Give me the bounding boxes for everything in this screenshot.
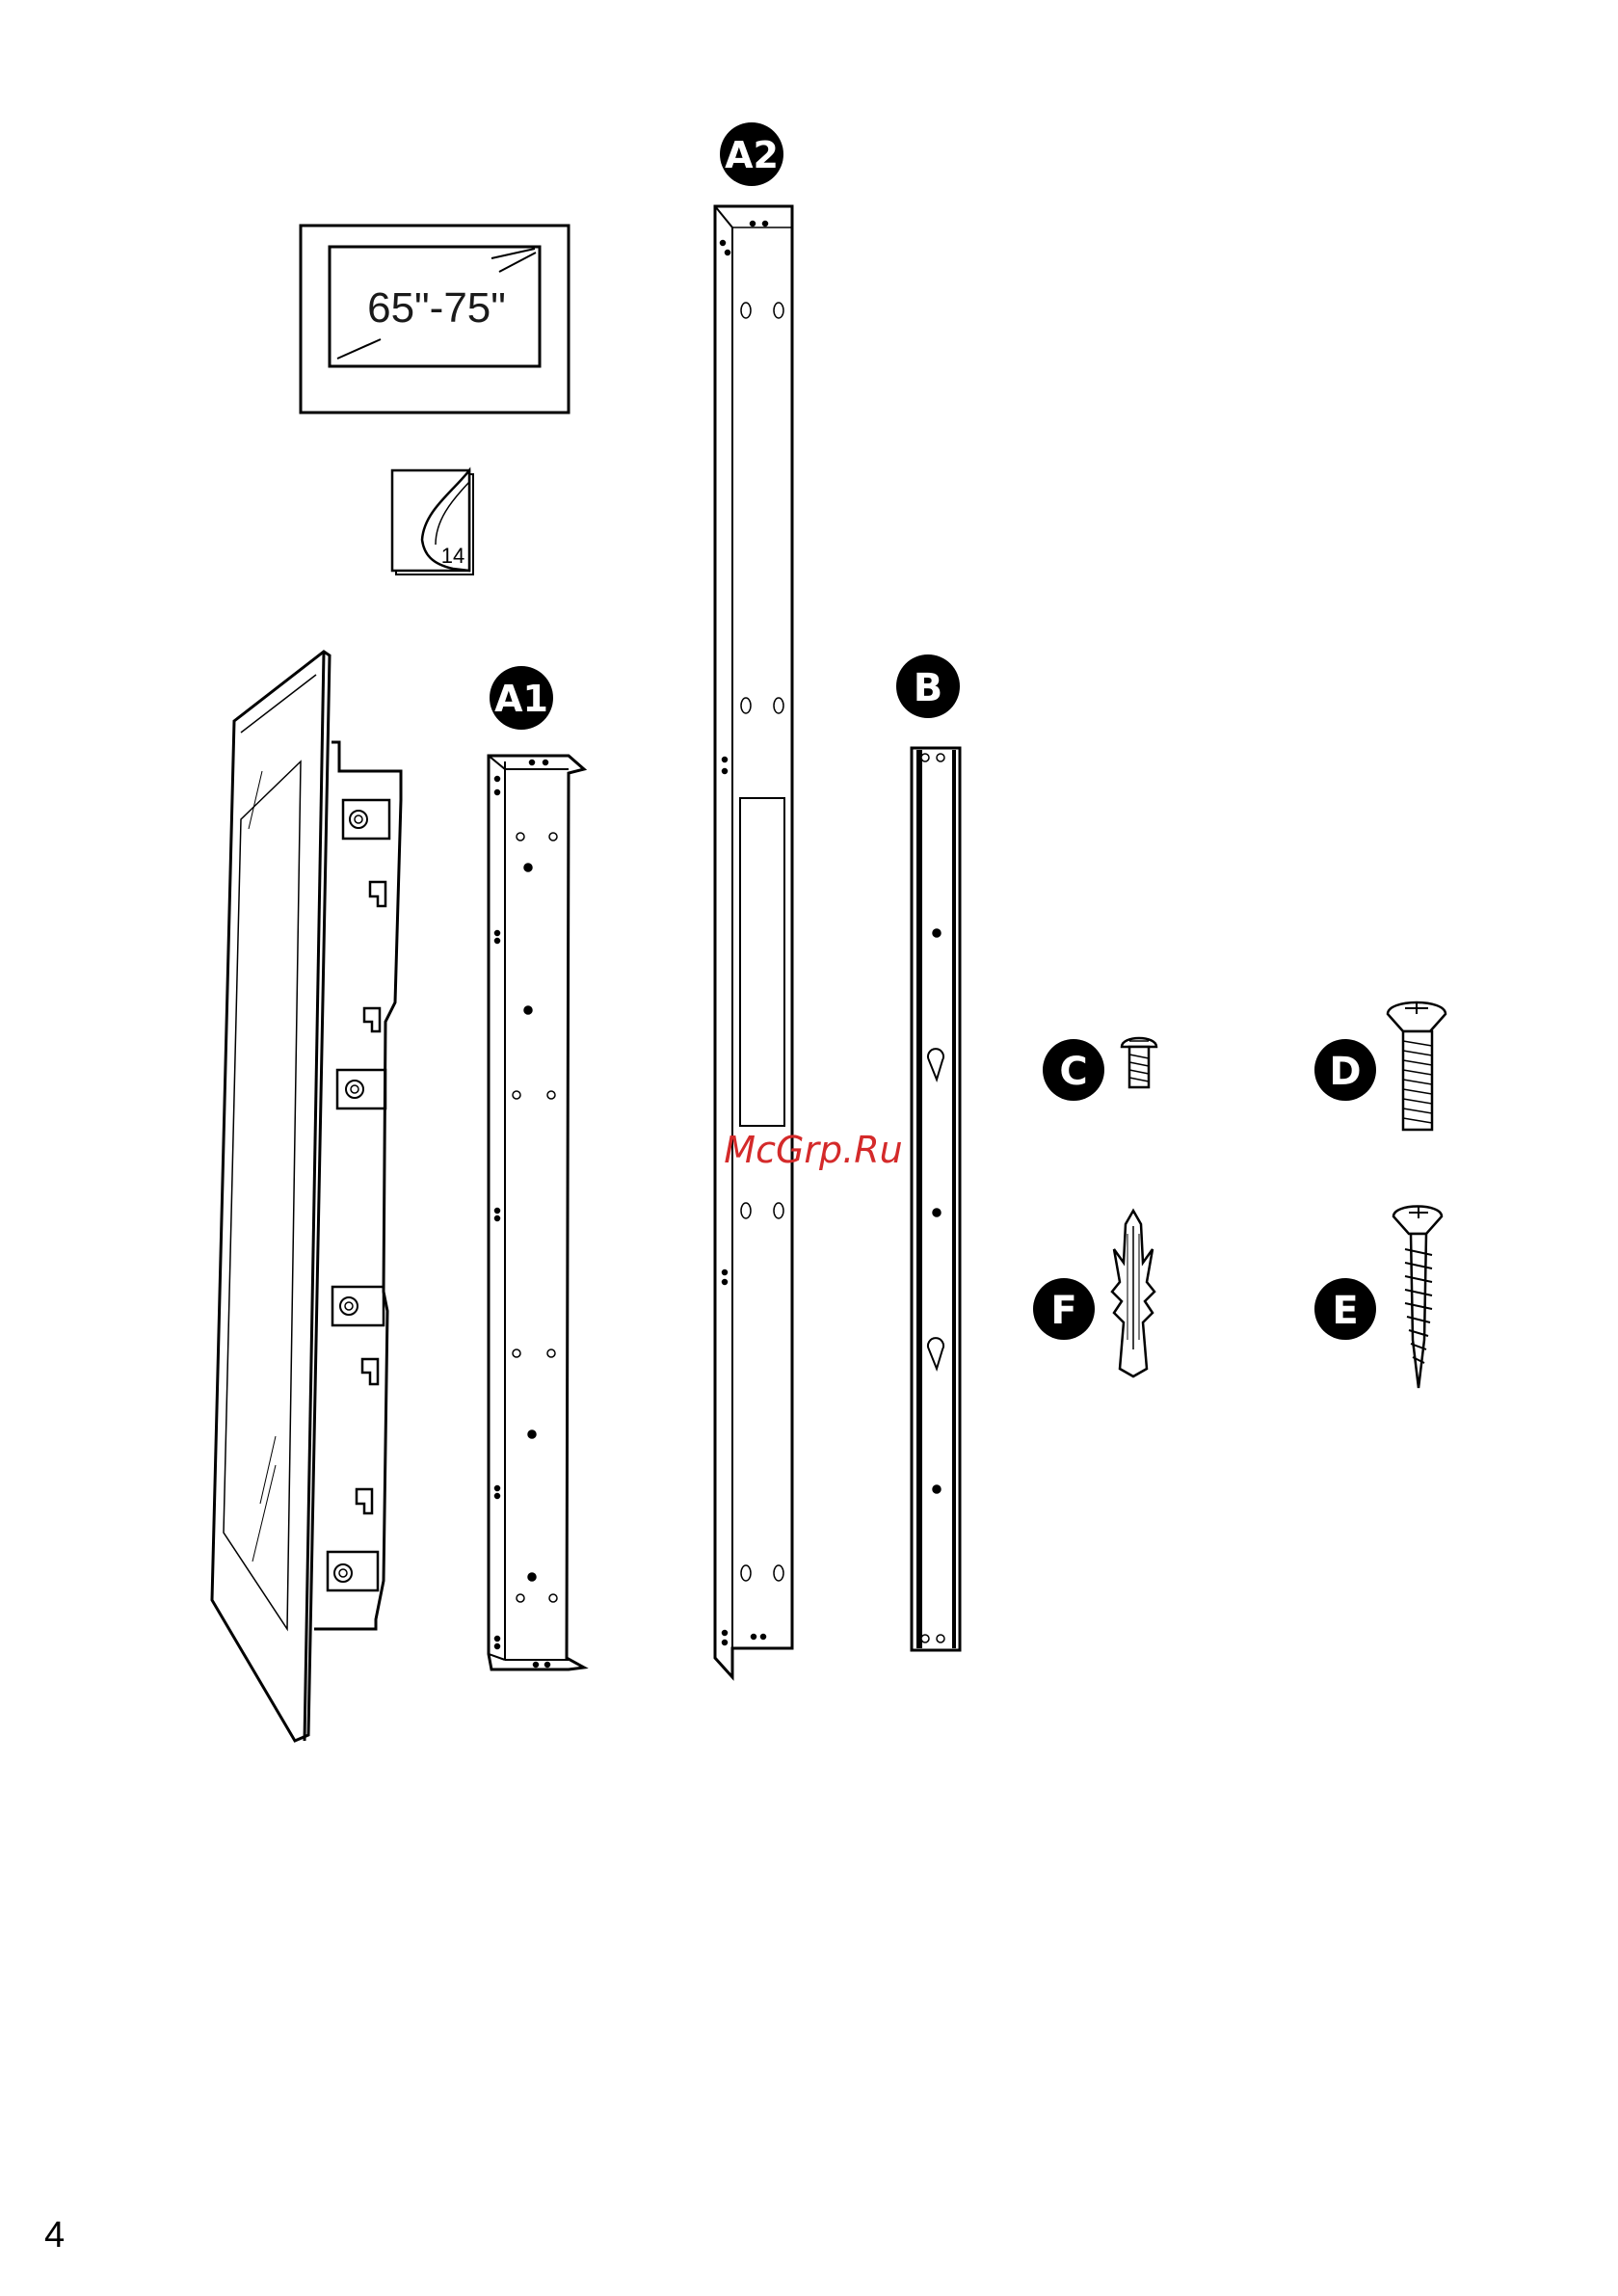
label-a1: A1 [490, 666, 553, 730]
screw-c [1122, 1038, 1156, 1087]
bracket-a2 [715, 206, 792, 1677]
tv-back-view [212, 652, 401, 1741]
wall-rail-b [912, 748, 960, 1650]
label-a2: A2 [720, 122, 783, 186]
manual-booklet-icon: 14 [392, 470, 473, 574]
label-b-text: B [914, 666, 943, 710]
watermark-text: McGrp.Ru [724, 1129, 902, 1171]
manual-page-ref: 14 [441, 544, 464, 568]
label-a2-text: A2 [725, 134, 779, 176]
wall-plug-f [1112, 1211, 1154, 1376]
bracket-a1 [489, 756, 584, 1669]
label-f-text: F [1050, 1289, 1076, 1333]
label-d: D [1314, 1039, 1376, 1101]
label-e-text: E [1332, 1289, 1358, 1333]
tv-size-text: 65"-75" [367, 284, 506, 332]
label-a1-text: A1 [494, 678, 548, 720]
page-number: 4 [44, 2215, 65, 2256]
label-c: C [1043, 1039, 1104, 1101]
tv-size-card: 65"-75" [301, 226, 569, 413]
wood-screw-e [1393, 1207, 1442, 1389]
label-f: F [1033, 1278, 1095, 1340]
label-d-text: D [1329, 1050, 1361, 1094]
label-b: B [896, 654, 960, 718]
label-c-text: C [1059, 1050, 1087, 1094]
screw-d [1388, 1002, 1446, 1130]
label-e: E [1314, 1278, 1376, 1340]
